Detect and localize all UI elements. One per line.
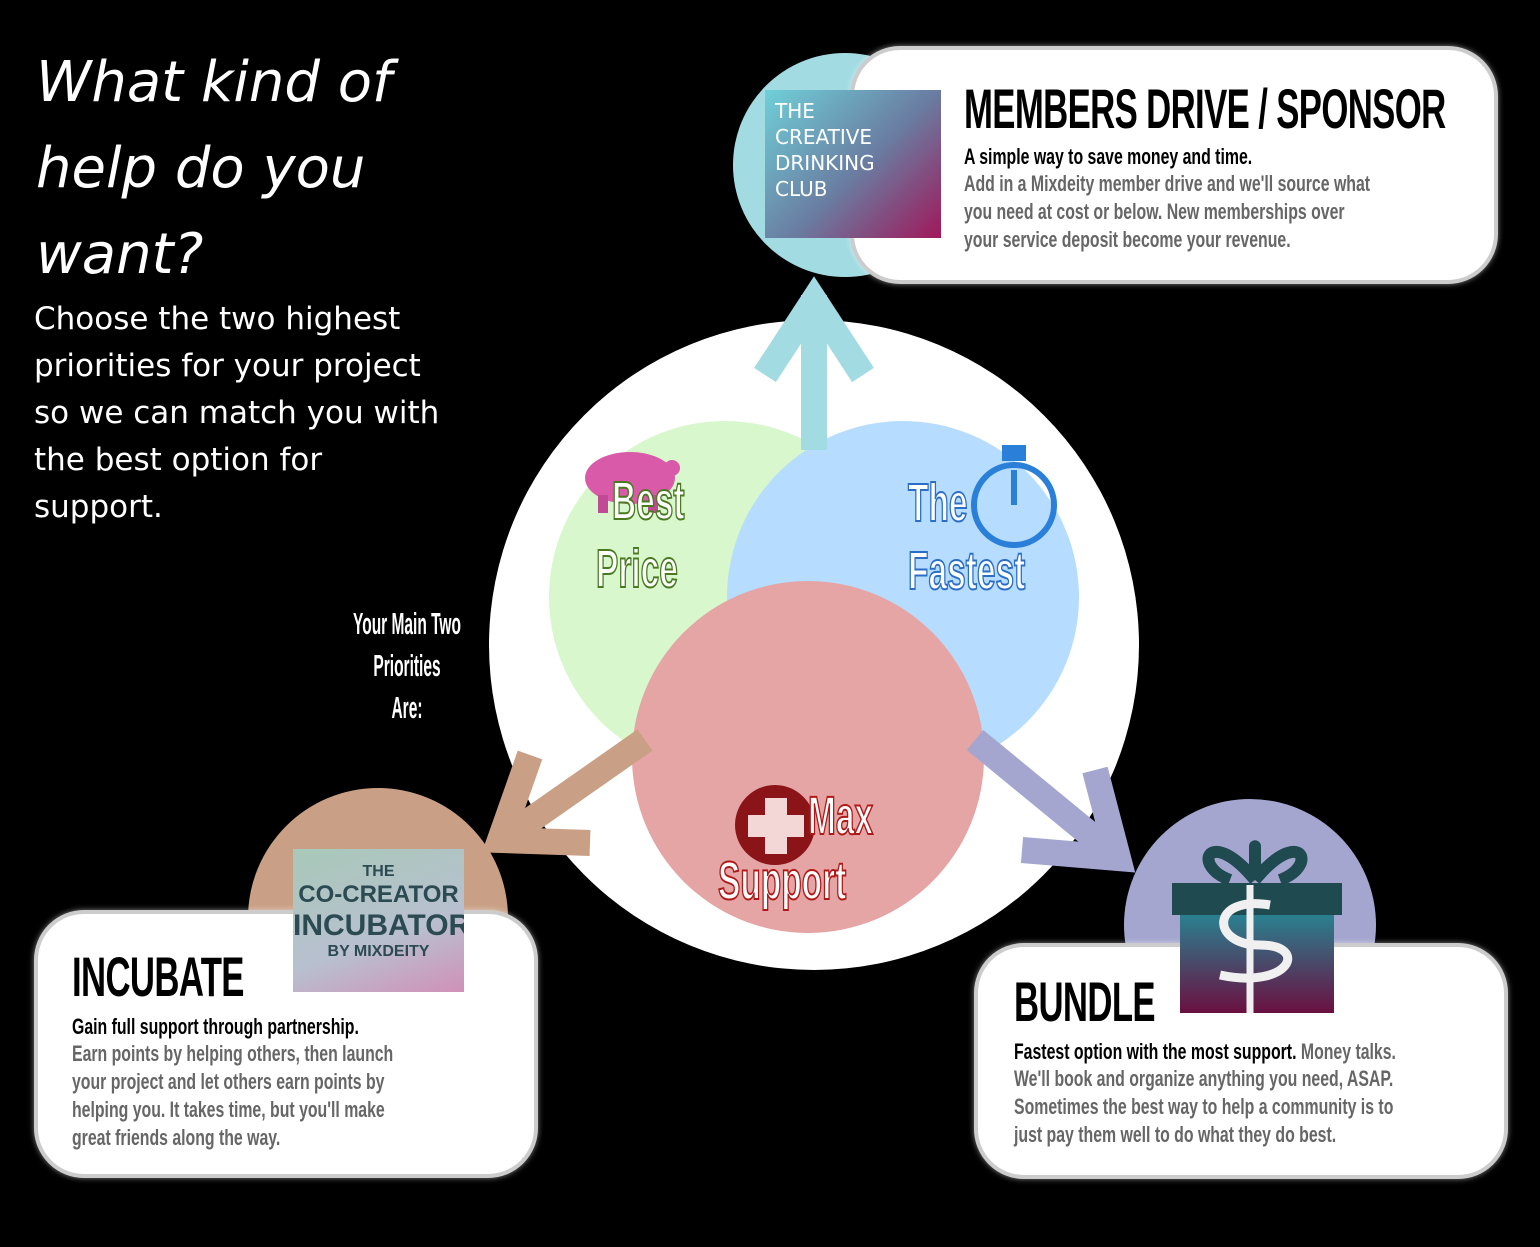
- incubate-title: INCUBATE: [72, 945, 244, 1008]
- gift-dollar-icon: [1172, 840, 1342, 1013]
- medical-cross-icon: [735, 785, 815, 865]
- fastest-label-2: Fastest: [907, 540, 1026, 602]
- incubate-lead: Gain full support through partnership.: [72, 1014, 359, 1039]
- center-line-3: Are:: [391, 690, 423, 725]
- bundle-lead-strong: Fastest option with the most support.: [1014, 1039, 1297, 1064]
- bundle-title: BUNDLE: [1014, 970, 1156, 1033]
- max-support-label-1: Max: [807, 785, 874, 847]
- logo-line: THE: [362, 863, 395, 880]
- center-line-1: Your Main Two: [353, 606, 461, 641]
- creative-drinking-club-logo: THE CREATIVE DRINKING CLUB: [765, 90, 941, 238]
- logo-line: THE: [775, 99, 815, 123]
- best-price-label-1: Best: [611, 470, 685, 532]
- stopwatch-icon: [971, 445, 1057, 548]
- incubate-body-4: great friends along the way.: [72, 1125, 281, 1150]
- arrow-up: [754, 276, 874, 450]
- best-price-label-2: Price: [595, 538, 678, 600]
- arrow-left-down: [481, 729, 653, 856]
- bundle-body-3: just pay them well to do what they do be…: [1014, 1122, 1337, 1147]
- logo-line: CREATIVE: [775, 125, 873, 149]
- max-support-label-2: Support: [717, 850, 847, 912]
- instructions-text: Choose the two highest priorities for yo…: [34, 301, 440, 525]
- max-support-circle[interactable]: [632, 581, 984, 933]
- incubate-body-1: Earn points by helping others, then laun…: [72, 1041, 394, 1066]
- logo-line: CO-CREATOR: [298, 881, 459, 908]
- members-drive-body-1: Add in a Mixdeity member drive and we'll…: [964, 171, 1371, 196]
- members-drive-lead: A simple way to save money and time.: [964, 144, 1253, 169]
- logo-line: INCUBATOR: [293, 909, 464, 942]
- center-line-2: Priorities: [373, 648, 441, 683]
- piggy-bank-icon: [585, 452, 680, 513]
- bundle-lead: Fastest option with the most support. Mo…: [1014, 1039, 1396, 1065]
- question-heading: What kind of help do you want?: [36, 50, 392, 287]
- members-drive-body-2: you need at cost or below. New membershi…: [964, 199, 1345, 224]
- fastest-label-1: The: [907, 472, 968, 534]
- incubate-body-3: helping you. It takes time, but you'll m…: [72, 1097, 385, 1122]
- logo-line: BY MIXDEITY: [327, 943, 430, 960]
- logo-line: DRINKING: [775, 151, 875, 175]
- bundle-body-1: We'll book and organize anything you nee…: [1014, 1066, 1394, 1091]
- arrow-right-down: [966, 729, 1136, 873]
- incubate-body-2: your project and let others earn points …: [72, 1069, 385, 1094]
- logo-line: CLUB: [775, 177, 828, 201]
- bundle-body-2: Sometimes the best way to help a communi…: [1014, 1094, 1394, 1119]
- members-drive-card[interactable]: MEMBERS DRIVE / SPONSOR A simple way to …: [850, 46, 1498, 284]
- members-drive-title: MEMBERS DRIVE / SPONSOR: [964, 77, 1446, 140]
- bundle-lead-rest: Money talks.: [1300, 1039, 1396, 1064]
- co-creator-incubator-logo: THE CO-CREATOR INCUBATOR BY MIXDEITY: [293, 849, 464, 992]
- center-label: Your Main Two Priorities Are:: [0, 603, 814, 729]
- members-drive-body-3: your service deposit become your revenue…: [964, 227, 1291, 252]
